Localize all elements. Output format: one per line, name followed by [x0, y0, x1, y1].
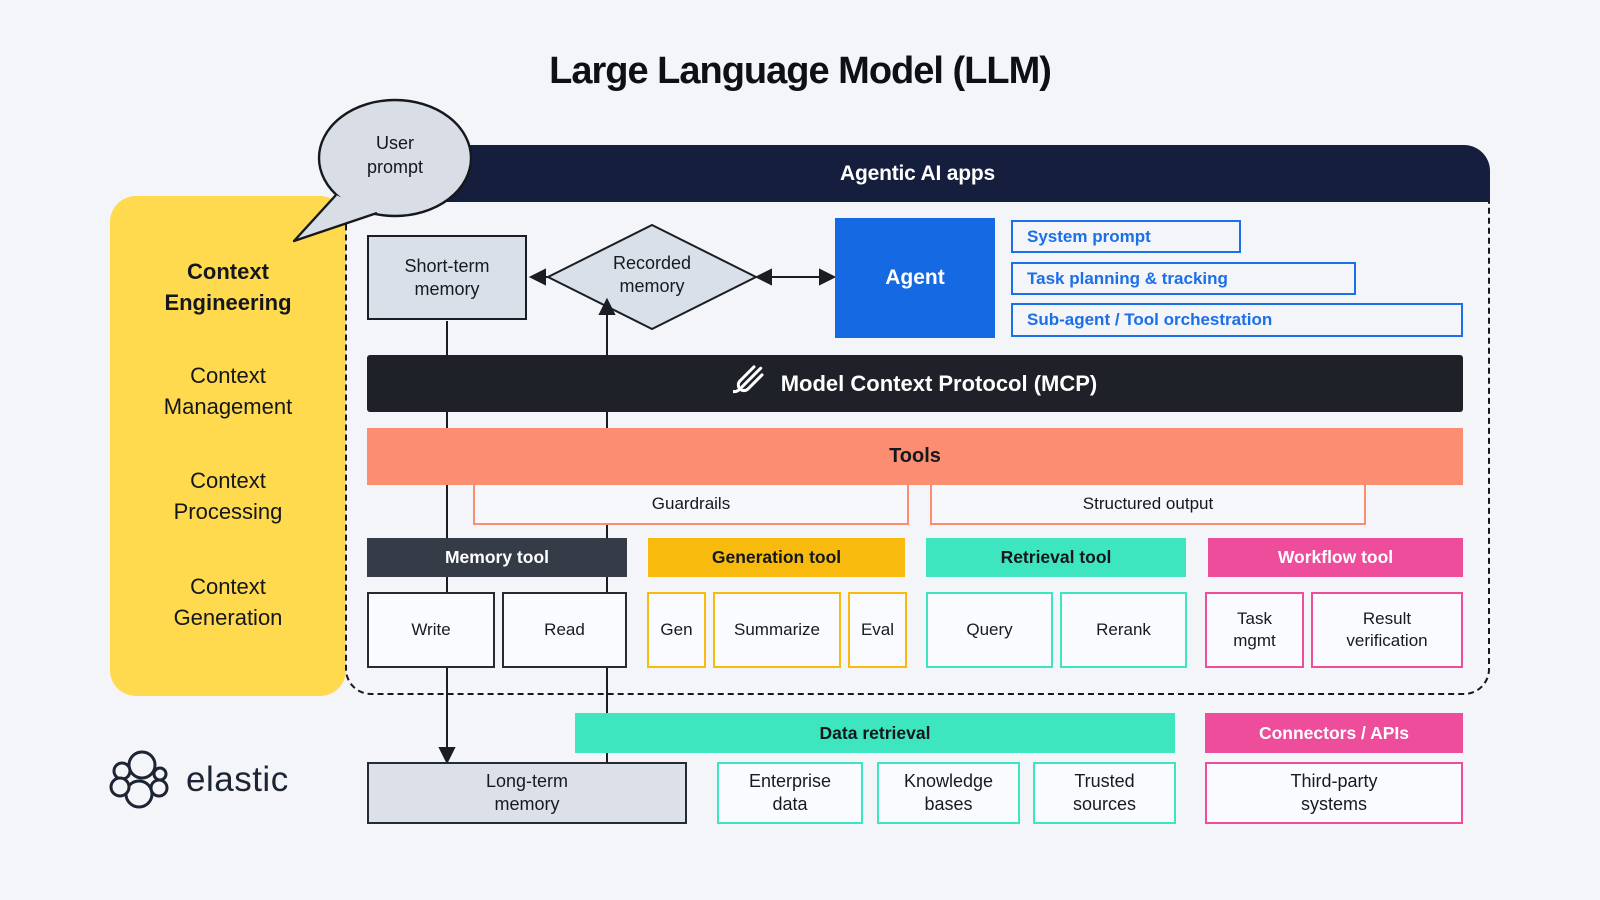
- guardrails-box: Guardrails: [473, 483, 909, 525]
- third-party-systems-box: Third-party systems: [1205, 762, 1463, 824]
- tools-bar: Tools: [367, 428, 1463, 485]
- retrieval-rerank-box: Rerank: [1060, 592, 1187, 668]
- long-term-memory-box: Long-term memory: [367, 762, 687, 824]
- capability-task-planning: Task planning & tracking: [1011, 262, 1356, 295]
- agentic-ai-apps-label: Agentic AI apps: [840, 161, 995, 185]
- agentic-ai-apps-header: Agentic AI apps: [345, 145, 1490, 202]
- capability-system-prompt: System prompt: [1011, 220, 1241, 253]
- mcp-bar: Model Context Protocol (MCP): [367, 355, 1463, 412]
- mcp-label: Model Context Protocol (MCP): [780, 370, 1098, 396]
- generation-tool-header: Generation tool: [648, 538, 905, 577]
- context-engineering-panel: Context Engineering Context Management C…: [110, 196, 346, 696]
- agentic-apps-container: [345, 200, 1490, 695]
- connectors-apis-bar: Connectors / APIs: [1205, 713, 1463, 753]
- context-panel-item-engineering: Context Engineering: [164, 259, 292, 315]
- retrieval-tool-header: Retrieval tool: [926, 538, 1186, 577]
- page-title: Large Language Model (LLM): [549, 50, 1052, 92]
- knowledge-bases-box: Knowledge bases: [877, 762, 1020, 824]
- elastic-logo-icon: [109, 750, 169, 809]
- generation-gen-box: Gen: [647, 592, 706, 668]
- data-retrieval-bar: Data retrieval: [575, 713, 1175, 753]
- agent-label: Agent: [885, 266, 945, 289]
- memory-read-box: Read: [502, 592, 627, 668]
- brand-name: elastic: [186, 760, 289, 799]
- short-term-memory-box: Short-term memory: [367, 235, 527, 320]
- tools-label: Tools: [889, 445, 941, 467]
- arrow-down-icon: [438, 747, 456, 765]
- recorded-memory-label: Recorded memory: [612, 253, 692, 296]
- workflow-task-mgmt-box: Task mgmt: [1205, 592, 1304, 668]
- user-prompt-label: User prompt: [366, 133, 424, 177]
- generation-eval-box: Eval: [848, 592, 907, 668]
- generation-summarize-box: Summarize: [713, 592, 841, 668]
- brand-lockup: elastic: [108, 748, 289, 812]
- capability-subagent-orchestration: Sub-agent / Tool orchestration: [1011, 303, 1463, 337]
- agent-box: Agent: [835, 218, 995, 338]
- enterprise-data-box: Enterprise data: [717, 762, 863, 824]
- workflow-tool-header: Workflow tool: [1208, 538, 1463, 577]
- mcp-logo-icon: [732, 364, 764, 393]
- retrieval-query-box: Query: [926, 592, 1053, 668]
- memory-tool-header: Memory tool: [367, 538, 627, 577]
- trusted-sources-box: Trusted sources: [1033, 762, 1176, 824]
- user-prompt-bubble: [292, 98, 473, 243]
- workflow-result-verification-box: Result verification: [1311, 592, 1463, 668]
- context-panel-item-management: Context Management: [163, 363, 293, 419]
- structured-output-box: Structured output: [930, 483, 1366, 525]
- context-panel-item-generation: Context Generation: [173, 574, 283, 630]
- memory-write-box: Write: [367, 592, 495, 668]
- context-panel-item-processing: Context Processing: [173, 468, 283, 524]
